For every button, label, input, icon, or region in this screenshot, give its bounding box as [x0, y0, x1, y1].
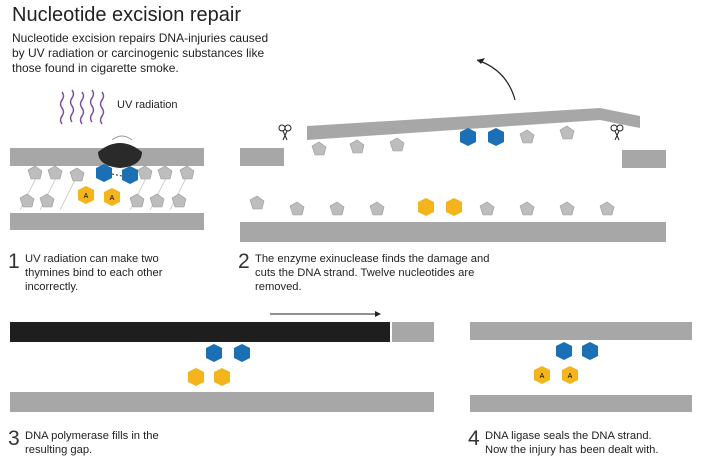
- uv-label: UV radiation: [117, 99, 178, 111]
- step-line: The enzyme exinuclease finds the damage …: [255, 253, 490, 265]
- thymine-icon: [460, 128, 476, 146]
- intro-line: by UV radiation or carcinogenic substanc…: [12, 46, 265, 60]
- intro-line: Nucleotide excision repairs DNA-injuries…: [12, 31, 269, 45]
- step-line: DNA ligase seals the DNA strand.: [485, 430, 652, 442]
- base-label: A: [110, 195, 115, 202]
- thymine-icon: [206, 344, 222, 362]
- step-line: Now the injury has been dealt with.: [485, 444, 659, 456]
- step-line: UV radiation can make two: [25, 253, 159, 265]
- panel-3: [10, 311, 434, 412]
- adenine-icon: [534, 366, 550, 384]
- base-label: A: [568, 373, 573, 380]
- panel-4: A A: [470, 322, 692, 412]
- step-text: UV radiation can make two thymines bind …: [25, 252, 162, 294]
- adenine-icon: [104, 188, 120, 206]
- arrow-head: [375, 311, 381, 317]
- uv-wave-icon: [59, 89, 105, 125]
- thymine-icon: [582, 342, 598, 360]
- base-label: A: [540, 373, 545, 380]
- backbone-left: [240, 148, 284, 166]
- intro-text: Nucleotide excision repairs DNA-injuries…: [12, 31, 302, 76]
- step-line: thymines bind to each other: [25, 267, 163, 279]
- thymine-icon: [122, 166, 138, 184]
- adenine-icon: [188, 368, 204, 386]
- step-line: resulting gap.: [25, 444, 93, 456]
- step-line: DNA polymerase fills in the: [25, 430, 159, 442]
- adenine-icon: [78, 186, 94, 204]
- panel-2: [240, 58, 666, 242]
- step-line: cuts the DNA strand. Twelve nucleotides …: [255, 267, 475, 279]
- intro-line: those found in cigarette smoke.: [12, 61, 179, 75]
- arrow-head: [477, 58, 485, 64]
- enzyme-icon: [98, 135, 142, 168]
- thymine-icon: [96, 164, 112, 182]
- step-number: 4: [468, 427, 480, 450]
- page-title: Nucleotide excision repair: [12, 4, 242, 26]
- nucleotides: [19, 165, 195, 208]
- backbone-bottom: [470, 395, 692, 412]
- step-text: DNA polymerase fills in the resulting ga…: [25, 429, 159, 457]
- step-line: removed.: [255, 281, 302, 293]
- adenine-icon: [214, 368, 230, 386]
- scissors-icon: [610, 124, 624, 141]
- arrow-icon: [476, 59, 516, 101]
- scissors-icon: [278, 124, 292, 141]
- base-pair-links: [19, 169, 191, 211]
- backbone-bottom: [10, 213, 204, 230]
- adenine-icon: [562, 366, 578, 384]
- crosslink: [111, 173, 123, 177]
- backbone-bottom: [10, 392, 434, 412]
- step-line: incorrectly.: [25, 281, 79, 293]
- step-text: The enzyme exinuclease finds the damage …: [255, 252, 489, 294]
- thymine-icon: [556, 342, 572, 360]
- adenine-icon: [418, 198, 434, 216]
- thymine-icon: [488, 128, 504, 146]
- nucleotides: [249, 125, 615, 216]
- step-number: 1: [8, 250, 20, 273]
- panel-1: A A: [10, 89, 204, 230]
- backbone-bottom: [240, 222, 666, 242]
- backbone-top: [392, 322, 434, 342]
- backbone-right: [622, 150, 666, 168]
- adenine-icon: [446, 198, 462, 216]
- base-label: A: [84, 193, 89, 200]
- step-text: DNA ligase seals the DNA strand. Now the…: [485, 429, 659, 457]
- thymine-icon: [234, 344, 250, 362]
- backbone-top: [470, 322, 692, 340]
- excised-strand: [307, 108, 640, 140]
- step-number: 3: [8, 427, 20, 450]
- new-strand: [10, 322, 390, 342]
- step-number: 2: [238, 250, 250, 273]
